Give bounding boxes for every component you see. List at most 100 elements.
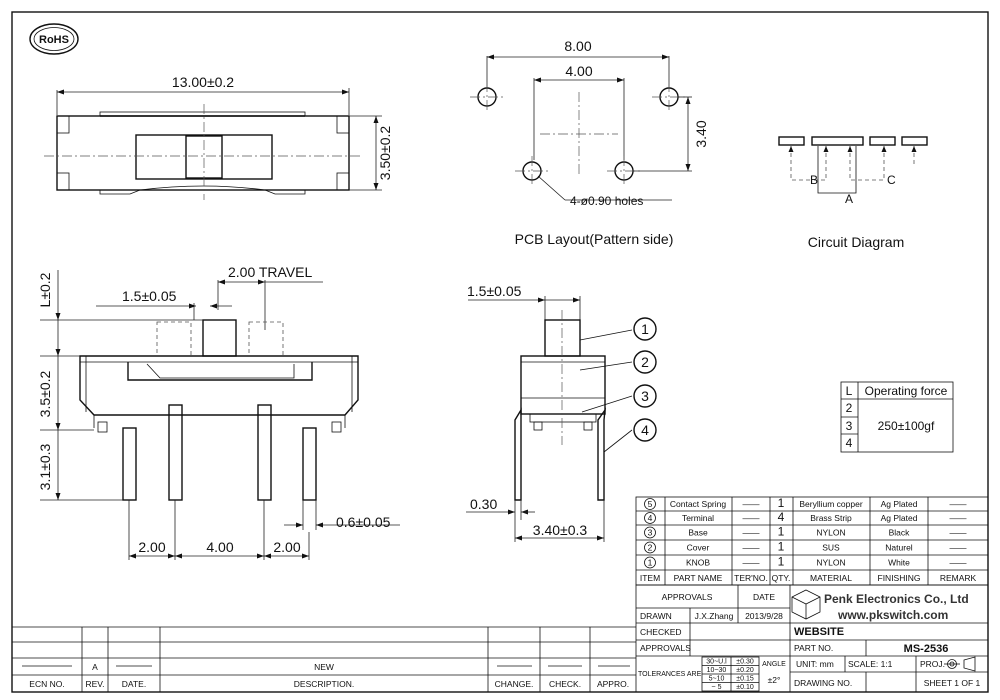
- tb-tolerances: TOLERANCES ARE: [638, 671, 702, 678]
- pitch-right: 2.00: [273, 539, 300, 555]
- pcb-dim-outer: 8.00: [564, 38, 591, 54]
- bom-cell-name: Contact Spring: [670, 499, 726, 509]
- tb-unit: UNIT: mm: [796, 659, 834, 669]
- travel-dim: 2.00 TRAVEL: [228, 264, 313, 280]
- pcb-dim-vertical: 3.40: [693, 120, 709, 147]
- tol-range: 10~30: [707, 667, 727, 674]
- op-row: 3: [846, 419, 853, 433]
- callout-4: 4: [641, 422, 649, 438]
- sheet-border: [11, 11, 989, 693]
- op-row: 4: [846, 436, 853, 450]
- bom-cell-remark: ——: [950, 558, 968, 568]
- bom-cell-dash: ——: [743, 543, 761, 553]
- bom-cell-finishing: Ag Plated: [881, 513, 918, 523]
- bom-cell-item: 3: [648, 528, 653, 538]
- pcb-dim-inner: 4.00: [565, 63, 592, 79]
- tb-drawing-no: DRAWING NO.: [794, 678, 852, 688]
- rev-header-ecn: ECN NO.: [29, 679, 64, 689]
- operating-force-table: L Operating force 2 3 4 250±100gf: [840, 381, 954, 453]
- bom-cell-finishing: Naturel: [885, 543, 913, 553]
- bom-cell-remark: ——: [950, 543, 968, 553]
- bom-header-item: ITEM: [640, 573, 660, 583]
- bom-header-ter: TER'NO.: [734, 573, 768, 583]
- end-view: 1.5±0.05 1 2 3 4 0.30: [466, 283, 657, 542]
- callout-2: 2: [641, 354, 649, 370]
- bom-cell-material: NYLON: [816, 528, 845, 538]
- bom-header-finishing: FINISHING: [878, 573, 921, 583]
- bom-cell-qty: 1: [778, 496, 785, 510]
- projection-symbol-icon: [944, 656, 976, 672]
- tb-approvals-2: APPROVALS: [640, 643, 691, 653]
- bom-cell-name: Cover: [687, 543, 710, 553]
- circuit-diagram: B C A Circuit Diagram: [778, 136, 928, 250]
- op-header-l: L: [846, 384, 853, 398]
- bom-header-qty: QTY.: [772, 573, 791, 583]
- tol-value: ±0.20: [736, 667, 754, 674]
- circuit-caption: Circuit Diagram: [808, 234, 904, 250]
- rohs-logo: RoHS: [29, 23, 79, 55]
- bom-cell-item: 1: [648, 558, 653, 568]
- rev-letter: A: [92, 662, 98, 672]
- tb-sheet: SHEET 1 OF 1: [924, 678, 981, 688]
- bom-header-name: PART NAME: [674, 573, 723, 583]
- tb-angle-val: ±2°: [768, 675, 781, 685]
- bom-cell-name: Terminal: [682, 513, 714, 523]
- company-website: www.pkswitch.com: [837, 608, 948, 622]
- tb-date: DATE: [753, 592, 775, 602]
- bom-header-material: MATERIAL: [810, 573, 852, 583]
- op-row: 2: [846, 401, 853, 415]
- rev-header-appro: APPRO.: [597, 679, 629, 689]
- bom-cell-finishing: Black: [889, 528, 911, 538]
- bom-cell-material: SUS: [822, 543, 840, 553]
- pitch-left: 2.00: [138, 539, 165, 555]
- bom-row: 2 Cover —— 1 SUS Naturel ——: [644, 540, 968, 554]
- pin: [257, 404, 272, 501]
- callout-1: 1: [641, 321, 649, 337]
- tb-drawn-date: 2013/9/28: [745, 611, 783, 621]
- bom-cell-finishing: White: [888, 558, 910, 568]
- tb-part-no: MS-2536: [904, 643, 949, 655]
- end-width-dim: 3.40±0.3: [533, 522, 588, 538]
- tol-value: ±0.30: [736, 659, 754, 666]
- bom-cell-name: KNOB: [686, 558, 710, 568]
- callout-3: 3: [641, 388, 649, 404]
- company-logo-icon: [791, 589, 821, 620]
- bom-cell-dash: ——: [743, 528, 761, 538]
- rev-header-change: CHANGE.: [495, 679, 534, 689]
- bom-cell-remark: ——: [950, 499, 968, 509]
- lead-thickness: 0.30: [470, 496, 497, 512]
- bom-cell-dash: ——: [743, 499, 761, 509]
- pcb-caption: PCB Layout(Pattern side): [515, 231, 674, 247]
- rohs-text: RoHS: [39, 34, 69, 46]
- bom-cell-name: Base: [688, 528, 708, 538]
- rev-header-desc: DESCRIPTION.: [294, 679, 354, 689]
- tb-website: WEBSITE: [794, 626, 844, 638]
- revision-block: A NEW ECN NO. REV. DATE. DESCRIPTION. CH…: [12, 626, 636, 692]
- tb-drawn-by: J.X.Zhang: [695, 611, 734, 621]
- tb-drawn: DRAWN: [640, 611, 672, 621]
- pin: [302, 427, 317, 501]
- bom-cell-item: 5: [648, 499, 653, 509]
- bom-cell-dash: ——: [743, 513, 761, 523]
- rev-description: NEW: [314, 662, 334, 672]
- pin: [168, 404, 183, 501]
- tol-value: ±0.15: [736, 676, 754, 683]
- tol-range: ~ 5: [712, 684, 722, 691]
- bom-cell-item: 2: [648, 543, 653, 553]
- circuit-pad: [778, 136, 805, 146]
- side-dim-body: 3.5±0.2: [37, 370, 53, 417]
- circuit-label-b: B: [810, 173, 818, 187]
- bom-cell-qty: 1: [778, 540, 785, 554]
- circuit-pad: [901, 136, 928, 146]
- tol-range: 30~U.l: [706, 659, 727, 666]
- company-name: Penk Electronics Co., Ltd: [824, 592, 969, 606]
- circuit-pad: [811, 136, 864, 146]
- rev-header-check: CHECK.: [549, 679, 581, 689]
- op-value: 250±100gf: [878, 419, 935, 433]
- rev-header-date: DATE.: [122, 679, 146, 689]
